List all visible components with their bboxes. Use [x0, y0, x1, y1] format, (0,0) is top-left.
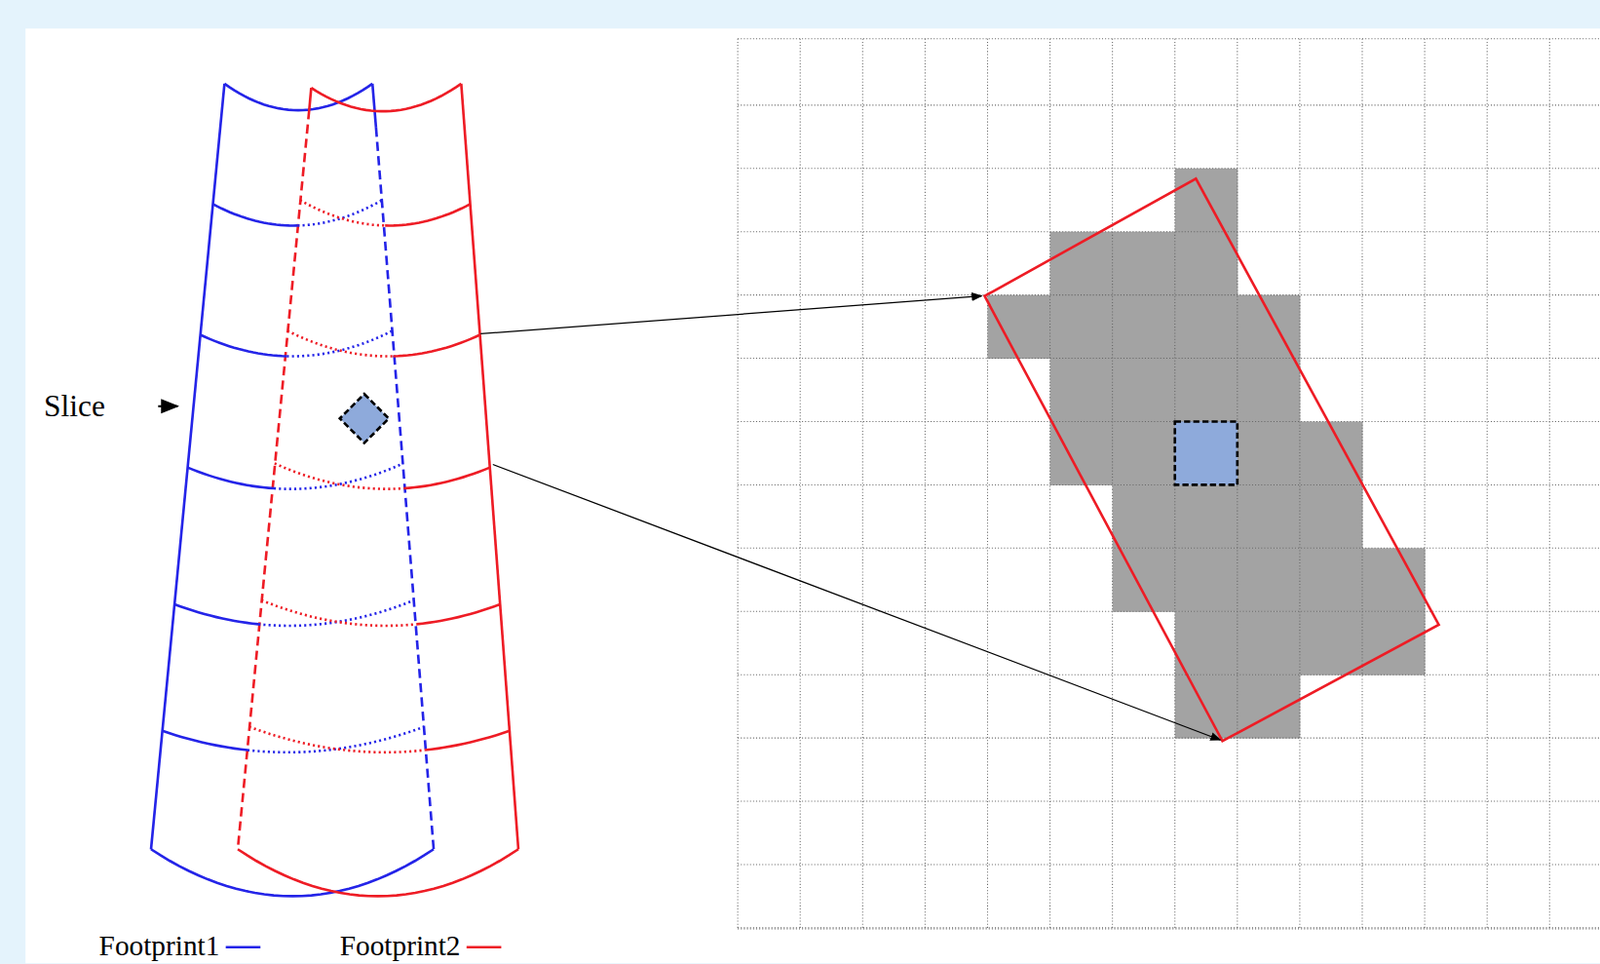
grid-line	[1049, 38, 1051, 929]
covered-cell	[987, 295, 1051, 359]
covered-cell	[1362, 610, 1426, 675]
grid-line	[737, 104, 1600, 106]
footprint2-edge	[308, 87, 311, 111]
zoom-arrow	[480, 296, 982, 335]
pixel-square	[1175, 420, 1238, 485]
grid-line	[737, 800, 1600, 802]
covered-cell	[1112, 484, 1177, 548]
grid-line	[737, 420, 1600, 422]
grid-line	[737, 230, 1600, 232]
grid-line	[1486, 38, 1488, 929]
grid-line	[737, 737, 1600, 739]
slice-arc	[403, 467, 490, 489]
covered-cell	[1112, 358, 1177, 422]
slice-label: Slice	[43, 390, 106, 421]
grid-line	[737, 484, 1600, 486]
grid-line	[737, 926, 1600, 928]
covered-cell	[1237, 610, 1301, 675]
grid-line	[924, 38, 926, 929]
footprint-rectangle	[985, 178, 1440, 741]
legend-text: Footprint2	[340, 931, 461, 960]
grid-line	[737, 547, 1600, 549]
covered-cell	[1299, 547, 1364, 611]
covered-cell	[1175, 358, 1239, 422]
grid-line	[737, 38, 1600, 39]
slice-arc	[213, 203, 299, 226]
covered-cell	[1050, 295, 1114, 359]
slice-arc	[424, 730, 510, 751]
grid-line	[737, 167, 1600, 169]
grid-line	[987, 38, 989, 929]
slice-arc	[247, 726, 424, 753]
covered-cell	[1237, 484, 1301, 548]
footprint1-edge	[151, 83, 225, 849]
pointer-arrow	[157, 405, 178, 408]
legend-text: Footprint1	[99, 931, 221, 960]
covered-cell	[1175, 547, 1239, 611]
panel	[25, 28, 1600, 963]
covered-cell	[1175, 231, 1239, 296]
pixel-diamond	[340, 393, 389, 443]
legend-line-sample	[466, 945, 502, 949]
footprint2-edge	[460, 83, 519, 849]
legend-line-sample	[226, 945, 262, 949]
footprint2-bottom	[237, 848, 519, 896]
footprint2-edge	[237, 110, 309, 849]
slice-arc	[393, 334, 481, 356]
covered-cell	[1112, 295, 1177, 359]
covered-cell	[1175, 295, 1239, 359]
covered-cell	[1299, 420, 1364, 485]
pixel-grid	[737, 38, 1600, 929]
slice-arc	[188, 467, 274, 489]
covered-cell	[1050, 358, 1114, 422]
grid-line	[737, 38, 739, 929]
slice-arc	[274, 462, 405, 489]
footprint1-bottom	[151, 848, 434, 896]
covered-cell	[1112, 231, 1177, 296]
covered-cell	[1237, 358, 1301, 422]
grid-line	[737, 927, 1600, 929]
covered-cell	[1299, 484, 1364, 548]
slice-arc	[416, 604, 500, 624]
covered-cell	[1112, 420, 1177, 485]
covered-cell	[1175, 674, 1239, 738]
slice-arc	[300, 199, 385, 226]
grid-line	[1298, 38, 1300, 929]
slice-arc	[162, 730, 248, 751]
grid-line	[1549, 38, 1551, 929]
slice-arc	[249, 726, 425, 753]
slice-arc	[273, 462, 404, 489]
grid-line	[737, 294, 1600, 296]
slice-arc	[286, 330, 392, 356]
covered-cell	[1299, 610, 1364, 675]
grid-line	[1424, 38, 1426, 929]
grid-line	[862, 38, 864, 929]
grid-line	[800, 38, 801, 929]
grid-line	[737, 863, 1600, 865]
zoom-arrow	[493, 463, 1221, 740]
slice-arc	[287, 330, 394, 356]
covered-cell	[1175, 610, 1239, 675]
footprint-figure	[151, 83, 519, 897]
slice-arc	[297, 199, 382, 226]
covered-cell	[1237, 295, 1301, 359]
footprint1-edge	[372, 83, 377, 128]
covered-cell	[1237, 547, 1301, 611]
slice-arc	[200, 334, 288, 356]
covered-cell	[1112, 547, 1177, 611]
grid-line	[737, 357, 1600, 359]
slice-arc	[174, 604, 259, 624]
footprint2-top	[310, 83, 461, 112]
grid-line	[1111, 38, 1113, 929]
slice-arc	[384, 203, 470, 226]
grid-line	[737, 674, 1600, 676]
grid-line	[737, 610, 1600, 612]
slice-arc	[261, 600, 417, 626]
covered-cell	[1237, 420, 1301, 485]
covered-cell	[1175, 484, 1239, 548]
